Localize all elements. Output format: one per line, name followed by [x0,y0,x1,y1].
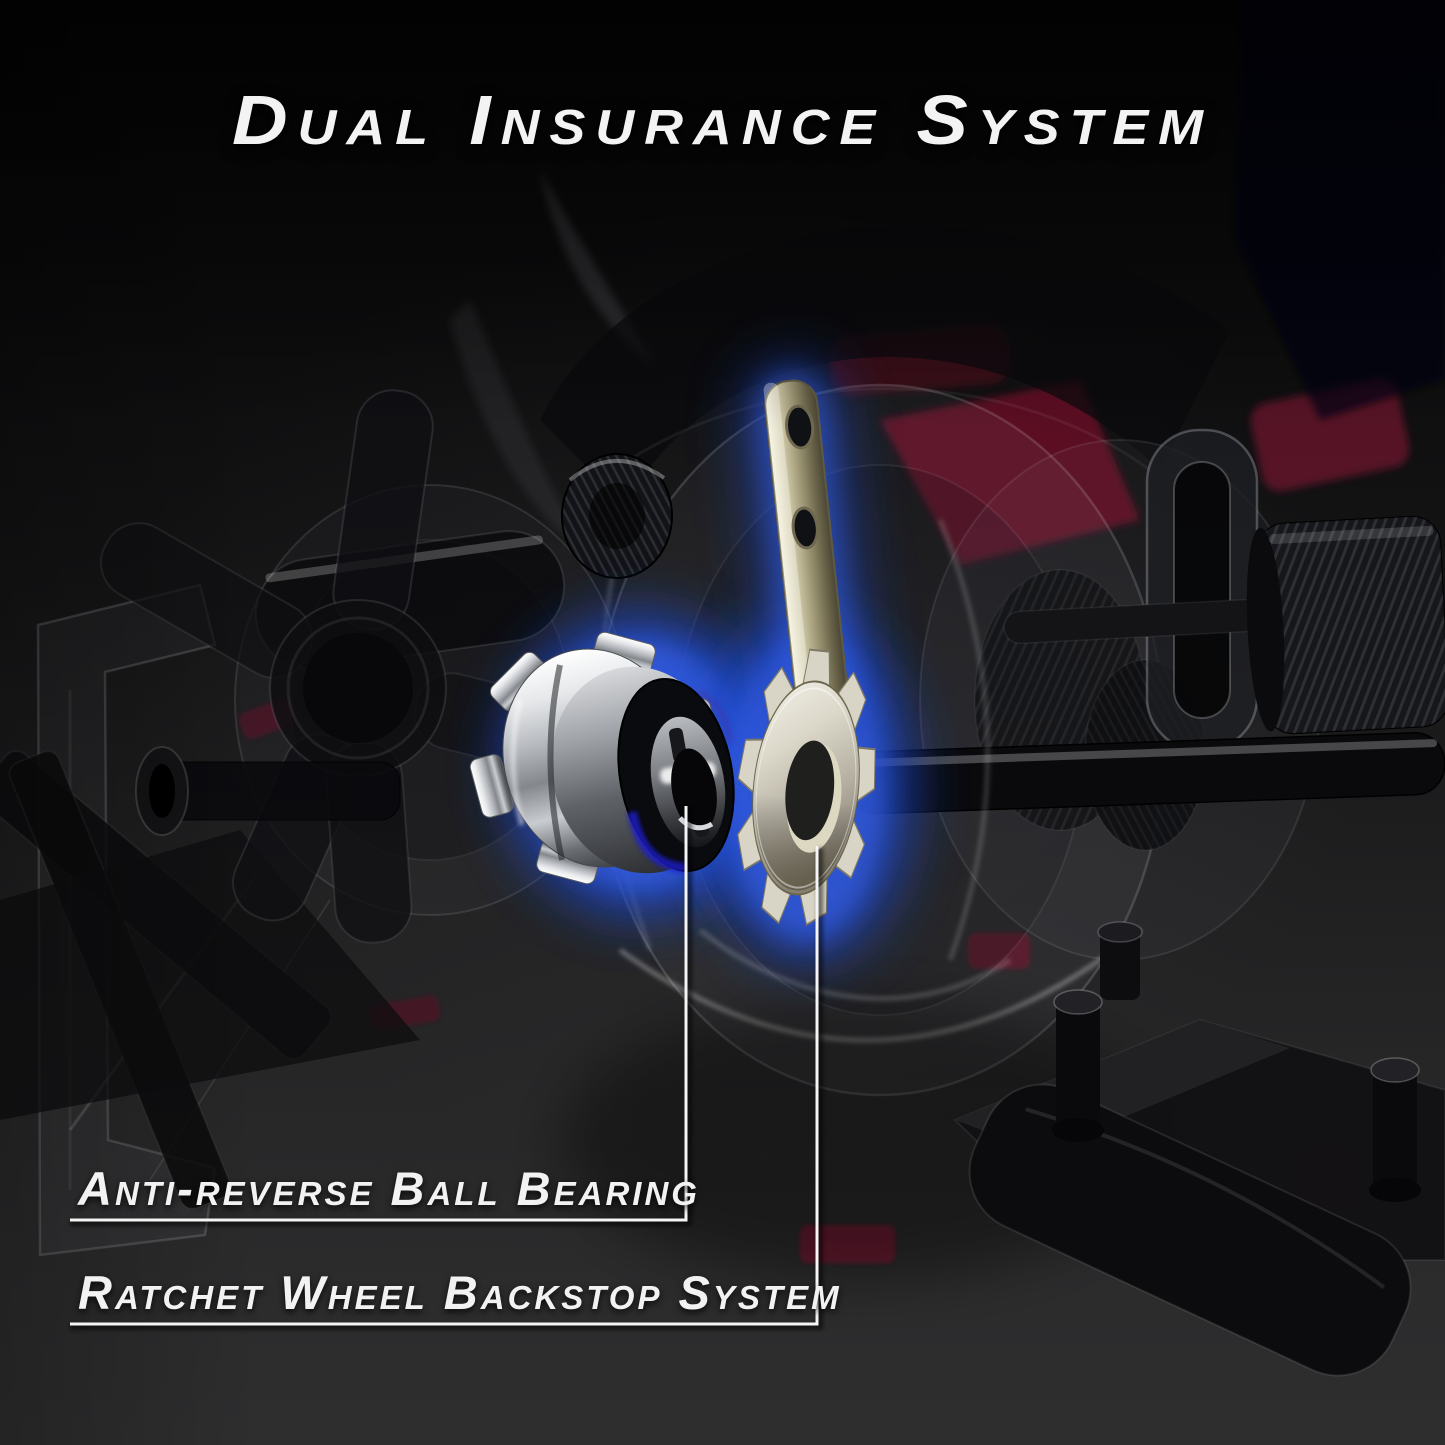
leader-line-ratchet [70,846,819,1326]
reel-foot [560,921,1445,1377]
page-title: Dual Insurance System [232,81,1213,159]
worm-shaft [1003,515,1445,735]
callout-label-ratchet-wheel-backstop-system: Ratchet Wheel Backstop System [78,1266,842,1319]
right-post [1145,428,1259,752]
ratchet-wheel-part [737,648,876,926]
knurled-knob [561,453,673,579]
standoff-post [1369,1057,1421,1202]
left-vignette [0,0,260,1445]
leader-line-bearing [70,806,688,1222]
screw-post [1097,921,1143,1000]
callout-lines [70,806,823,1330]
anti-reverse-bearing-part [469,631,735,885]
standoff-post [1052,989,1104,1142]
shell-front-highlight [698,519,1012,1002]
callout-label-anti-reverse-ball-bearing: Anti-reverse Ball Bearing [78,1162,700,1215]
